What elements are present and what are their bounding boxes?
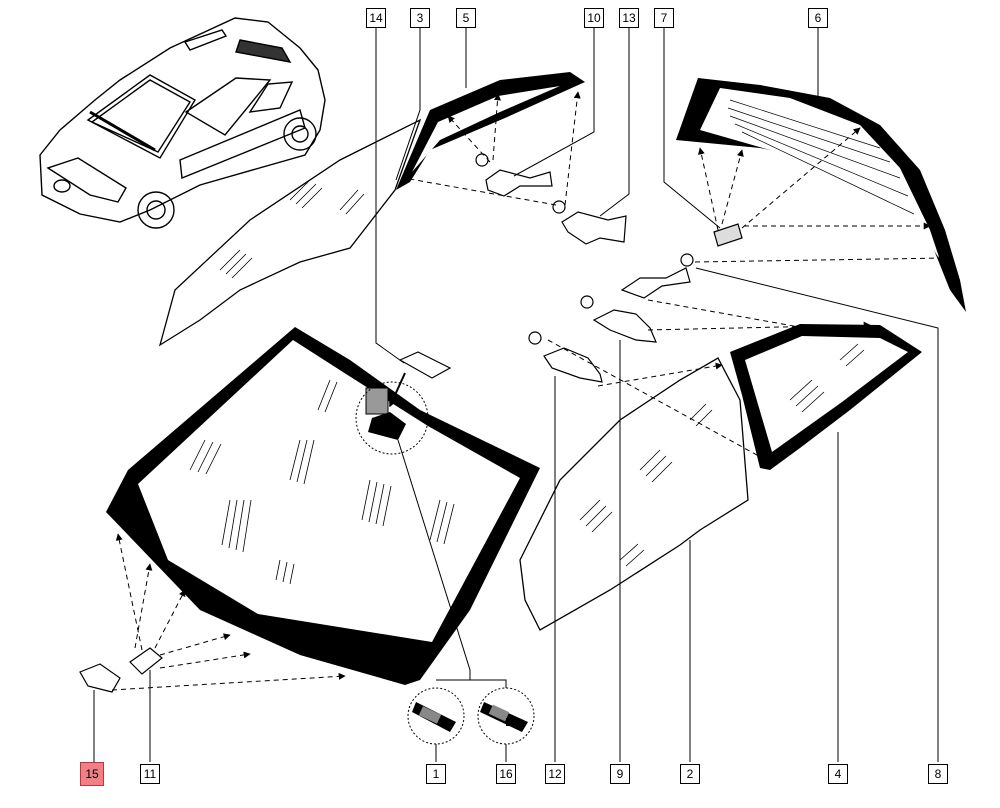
callout-13[interactable]: 13	[619, 8, 639, 28]
rear-quarter-glass	[730, 324, 922, 470]
callout-8[interactable]: 8	[928, 764, 948, 784]
callout-9[interactable]: 9	[610, 764, 630, 784]
windscreen-detail-arrow	[388, 372, 406, 408]
callout-14[interactable]: 14	[366, 8, 386, 28]
door-glass	[519, 357, 749, 631]
glass-fixing-clips	[79, 153, 743, 693]
windscreen-detail-circle	[355, 381, 429, 455]
rear-screen-glass	[676, 78, 966, 312]
callout-7[interactable]: 7	[654, 8, 674, 28]
rear-quarter-glass-upper	[396, 72, 585, 190]
callout-10[interactable]: 10	[584, 8, 604, 28]
callout-1[interactable]: 1	[426, 764, 446, 784]
assembly-arrows	[111, 91, 946, 691]
callout-12[interactable]: 12	[545, 764, 565, 784]
car-overview-illustration	[39, 17, 326, 229]
callout-4[interactable]: 4	[828, 764, 848, 784]
callout-3[interactable]: 3	[410, 8, 430, 28]
part-14-sensor-pad	[398, 351, 452, 379]
callout-2[interactable]: 2	[680, 764, 700, 784]
callout-5[interactable]: 5	[456, 8, 476, 28]
callout-6[interactable]: 6	[808, 8, 828, 28]
windscreen-glass	[106, 327, 540, 685]
callout-16[interactable]: 16	[496, 764, 516, 784]
detail-views	[407, 687, 535, 745]
callout-11[interactable]: 11	[140, 764, 160, 784]
callout-15[interactable]: 15	[80, 762, 104, 786]
front-door-glass-upper	[158, 118, 422, 347]
